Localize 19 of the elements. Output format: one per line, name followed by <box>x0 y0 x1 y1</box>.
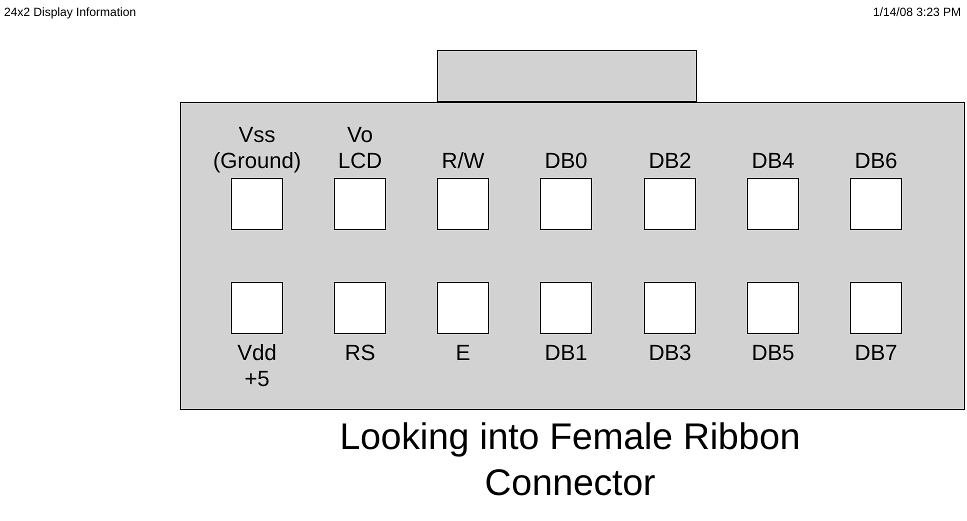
connector-housing <box>180 102 965 410</box>
pin-label: RS <box>344 340 376 366</box>
print-date: 1/14/08 3:23 PM <box>872 5 961 19</box>
pin-label: DB2 <box>648 148 692 174</box>
pin-label: Vdd +5 <box>237 340 277 392</box>
pin-label: DB6 <box>854 148 898 174</box>
pin-label: DB0 <box>544 148 588 174</box>
pin-label: DB3 <box>648 340 692 366</box>
pin-label: DB5 <box>752 340 794 366</box>
caption: Looking into Female Ribbon Connector <box>338 415 802 505</box>
pin-label: DB7 <box>854 340 898 366</box>
connector-key <box>437 50 697 102</box>
pin-label: E <box>456 340 470 366</box>
pin-label: DB1 <box>544 340 588 366</box>
page-header: 24x2 Display Information <box>4 5 136 19</box>
pin-label: Vss (Ground) <box>212 122 302 174</box>
pin-label: R/W <box>442 148 484 174</box>
pin-label: DB4 <box>752 148 794 174</box>
pin-label: Vo LCD <box>338 122 382 174</box>
